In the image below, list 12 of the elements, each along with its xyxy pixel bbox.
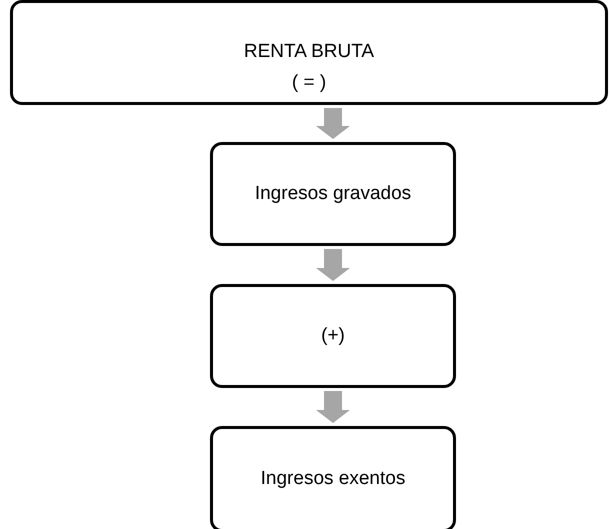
box-label: RENTA BRUTA bbox=[244, 40, 374, 64]
process-box bbox=[210, 142, 456, 246]
process-box bbox=[210, 426, 456, 529]
box-label: Ingresos exentos bbox=[260, 466, 406, 491]
block-arrow bbox=[316, 108, 350, 139]
box-sublabel: ( = ) bbox=[292, 70, 326, 95]
block-arrow bbox=[316, 249, 350, 281]
process-box bbox=[10, 0, 608, 105]
box-label: (+) bbox=[321, 324, 345, 348]
block-arrow bbox=[316, 391, 350, 423]
process-box bbox=[210, 284, 456, 388]
box-label: Ingresos gravados bbox=[254, 182, 412, 206]
